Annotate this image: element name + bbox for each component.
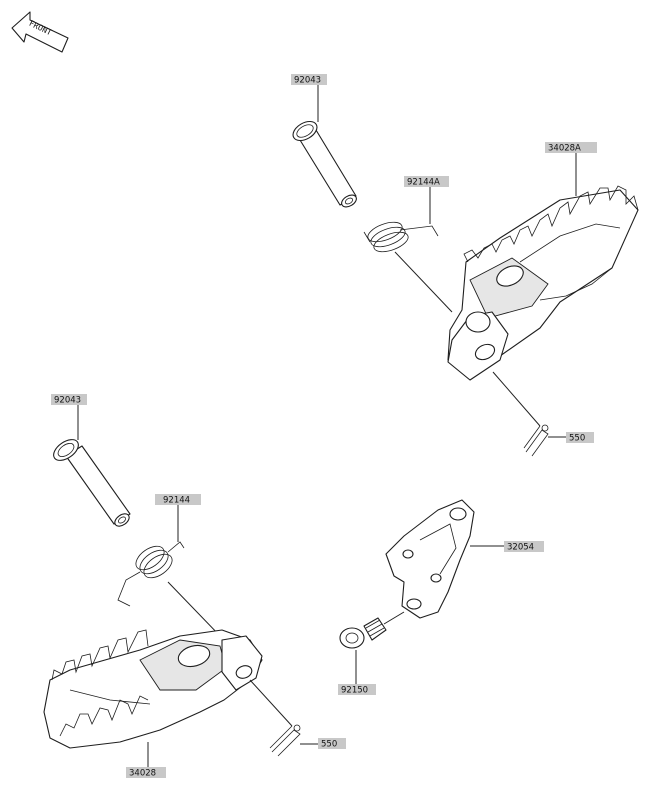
svg-text:550: 550 (569, 434, 585, 444)
svg-text:92150: 92150 (341, 686, 368, 696)
svg-text:550: 550 (321, 740, 337, 750)
pin-lower-drawing (53, 439, 131, 527)
part-label-bracket: 32054 (504, 541, 544, 553)
svg-text:92144: 92144 (163, 496, 190, 506)
part-label-pin-lower: 92043 (51, 394, 87, 406)
cotter-pin-lower-drawing (269, 724, 301, 757)
part-label-cotter-upper: 550 (566, 432, 594, 444)
pin-upper-drawing (292, 120, 357, 208)
svg-text:34028: 34028 (129, 769, 156, 779)
part-label-cotter-lower: 550 (318, 738, 346, 750)
part-label-bolt: 92150 (338, 684, 376, 696)
part-label-spring-lower: 92144 (155, 494, 201, 506)
front-arrow-icon: FRONT (11, 11, 69, 53)
bracket-drawing (385, 499, 475, 619)
bolt-drawing (339, 617, 387, 649)
cotter-pin-upper-drawing (523, 424, 549, 457)
svg-text:92144A: 92144A (407, 178, 440, 188)
part-label-spring-upper: 92144A (404, 176, 449, 188)
footpeg-lower-drawing (43, 629, 263, 749)
part-label-footpeg-lower: 34028 (126, 767, 166, 779)
svg-text:92043: 92043 (294, 76, 321, 86)
spring-upper-drawing (363, 221, 439, 253)
svg-text:32054: 32054 (507, 543, 534, 553)
spring-lower-drawing (117, 541, 185, 607)
svg-text:92043: 92043 (54, 396, 81, 406)
svg-text:34028A: 34028A (548, 144, 581, 154)
part-label-pin-upper: 92043 (291, 74, 327, 86)
part-label-footpeg-upper: 34028A (545, 142, 597, 154)
footpeg-upper-drawing (447, 185, 639, 381)
